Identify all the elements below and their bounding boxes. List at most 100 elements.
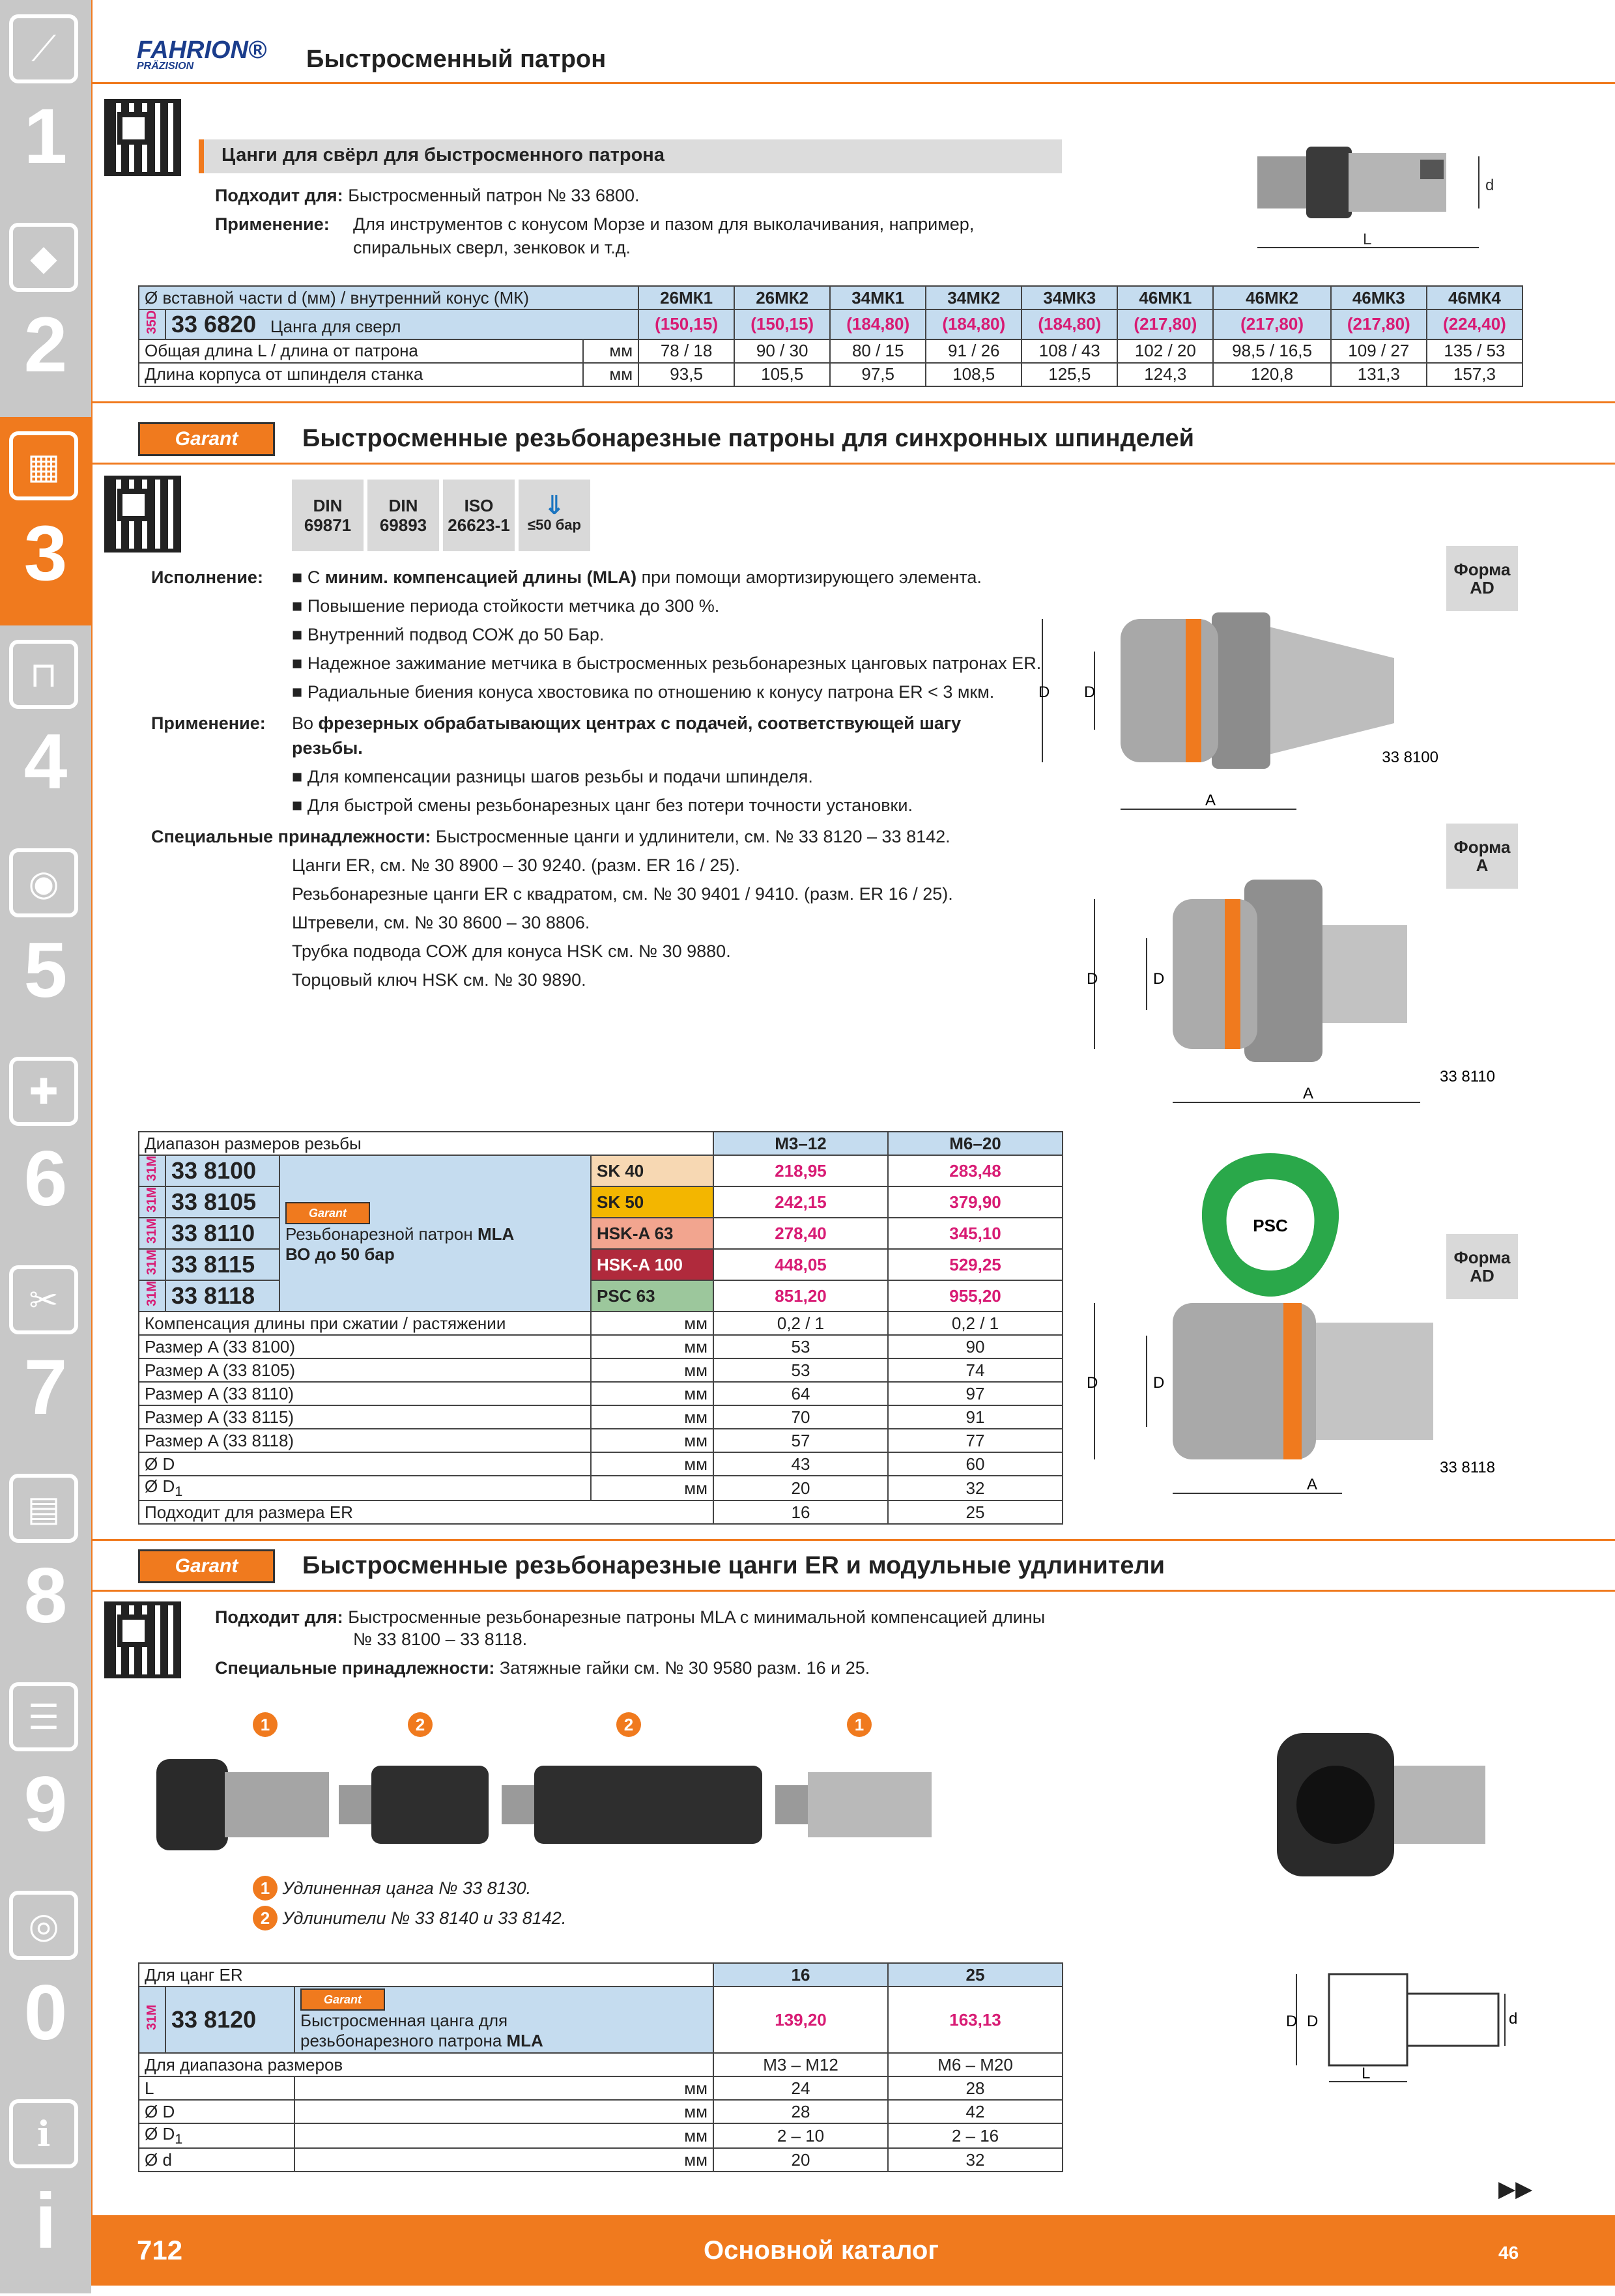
collet-bore [1296, 1766, 1375, 1844]
s1-article-number: 33 6820 [171, 310, 257, 337]
s1-cell: 131,3 [1330, 362, 1427, 387]
s2-row-338118[interactable]: 31M 33 8118 PSC 63 851,20 955,20 [138, 1280, 1063, 1312]
s1-cell: 97,5 [829, 362, 927, 387]
spec-value: 90 [887, 1334, 1063, 1359]
s1-fits-label: Подходит для: [215, 186, 343, 205]
chapter-tab-6[interactable]: ✚6 [0, 1042, 91, 1254]
qr-code-1[interactable] [104, 99, 181, 176]
spec-value: 32 [887, 1474, 1063, 1502]
s3-legend-2: 2 Удлинители № 33 8140 и 33 8142. [253, 1904, 566, 1932]
s3-name-2a: резьбонарезного патрона [300, 2031, 507, 2050]
s2-use-3: ■ Для быстрой смены резьбонарезных цанг … [292, 796, 913, 815]
s1-col: 26МК1 [638, 285, 736, 310]
spec-label: Размер A (33 8118) [138, 1428, 592, 1453]
s2-name-2: ВО до 50 бар [285, 1244, 395, 1264]
exec3-text: Внутренний подвод СОЖ до 50 Бар. [307, 625, 605, 644]
chapter-number: 7 [23, 1343, 68, 1431]
exec5-text: Радиальные биения конуса хвостовика по о… [307, 682, 995, 702]
s2-spec-row: Компенсация длины при сжатии / растяжени… [138, 1311, 1063, 1336]
chapter-number: 0 [23, 1969, 68, 2056]
s2-fits-label: Подходит для размера ER [138, 1500, 714, 1525]
s1-col: 34МК1 [829, 285, 927, 310]
s3-fits-text1: Быстросменные резьбонарезные патроны MLA… [348, 1607, 1046, 1627]
exec1-b: миним. компенсацией длины (MLA) [324, 567, 637, 587]
chapter-tab-0[interactable]: ◎0 [0, 1876, 91, 2088]
s2-price: 955,20 [887, 1280, 1063, 1312]
exec4-text: Надежное зажимание метчика в быстросменн… [307, 653, 1042, 673]
spec-label: Ø d [138, 2147, 295, 2173]
callout-1a: 1 [253, 1712, 278, 1737]
s1-price: (217,80) [1212, 309, 1332, 340]
spec-unit: мм [294, 2099, 714, 2124]
footer-page-number: 712 [137, 2235, 183, 2265]
s3-fits-text2: № 33 8100 – 33 8118. [353, 1629, 528, 1649]
s1-use-text1: Для инструментов с конусом Морзе и пазом… [353, 214, 975, 234]
s3-title-rule [91, 1590, 1615, 1592]
chapter-tab-2[interactable]: ◆2 [0, 208, 91, 420]
safety-glasses-icon: ◎ [9, 1891, 78, 1960]
s1-band-title: Цанги для свёрл для быстросменного патро… [222, 145, 665, 165]
chapter-tab-8[interactable]: ▤8 [0, 1459, 91, 1671]
s2-col: М6–20 [887, 1131, 1063, 1156]
s2-price: 218,95 [713, 1155, 889, 1187]
next-page-arrow[interactable]: ▶▶ [1498, 2177, 1533, 2202]
s1-row2-label: Длина корпуса от шпинделя станка [138, 362, 584, 387]
qr-code-3[interactable] [104, 1601, 181, 1678]
badge-din-69871: DIN 69871 [292, 480, 364, 551]
s3-acc-text: Затяжные гайки см. № 30 9580 разм. 16 и … [499, 1658, 870, 1678]
chapter-number: 4 [23, 718, 68, 805]
s1-article-row[interactable]: 35D 33 6820 Цанга для сверл (150,15) (15… [138, 309, 1524, 340]
psc-orange-ring [1283, 1303, 1302, 1459]
chapter-tab-5[interactable]: ◉5 [0, 834, 91, 1045]
drawing-nut [1328, 1973, 1408, 2067]
s2-price: 278,40 [713, 1217, 889, 1250]
s2-row-338100[interactable]: 31M 33 8100 Garant Резьбонарезной патрон… [138, 1155, 1063, 1312]
chapter-tab-3[interactable]: ▦3 [0, 417, 91, 628]
spec-value: 24 [713, 2076, 889, 2101]
spec-value: 97 [887, 1381, 1063, 1406]
psc-shape-icon: PSC [1201, 1153, 1339, 1297]
s1-col: 34МК2 [925, 285, 1023, 310]
s2-row-338115[interactable]: 31M 33 8115 HSK-A 100 448,05 529,25 [138, 1248, 1063, 1281]
s3-fits-label: Подходит для: [215, 1607, 343, 1627]
spec-value: 28 [887, 2076, 1063, 2101]
s2-row-338105[interactable]: 31M 33 8105 SK 50 242,15 379,90 [138, 1186, 1063, 1218]
s2-acc1: Быстросменные цанги и удлинители, см. № … [435, 827, 950, 846]
s3-table: Для цанг ER 16 25 31M 33 8120 Garant Быс… [138, 1962, 1063, 2173]
s3-row-338120[interactable]: 31M 33 8120 Garant Быстросменная цанга д… [138, 1986, 1063, 2054]
spec-unit: мм [294, 2147, 714, 2173]
quick-change-collet-photo [1277, 1733, 1485, 1876]
spec-value: 0,2 / 1 [887, 1311, 1063, 1336]
legend-2-text: Удлинители № 33 8140 и 33 8142. [282, 1908, 567, 1928]
s1-article-name: Цанга для сверл [270, 316, 401, 336]
chapter-tab-1[interactable]: ⟋1 [0, 0, 91, 211]
dim-D1-label: D [1153, 1374, 1164, 1392]
s2-tag: 31M [145, 1218, 159, 1244]
s3-name-1: Быстросменная цанга для [300, 2011, 508, 2030]
chapter-tab-4[interactable]: ⊓4 [0, 625, 91, 837]
spec-value: 20 [713, 2147, 889, 2173]
chapter-tab-9[interactable]: ☰9 [0, 1668, 91, 1879]
spec-unit: мм [590, 1381, 714, 1406]
dim-D1-label: D [1084, 683, 1095, 701]
s2-article-number: 33 8118 [165, 1280, 280, 1312]
s1-col: 46МК2 [1212, 285, 1332, 310]
s2-type: SK 40 [590, 1155, 714, 1187]
fahrion-logo-sub: PRÄZISION [137, 61, 194, 72]
s1-cell: 78 / 18 [638, 338, 736, 364]
chapter-tab-7[interactable]: ✂7 [0, 1251, 91, 1462]
s3-accessories: Специальные принадлежности: Затяжные гай… [215, 1654, 870, 1682]
s2-table: Диапазон размеров резьбы М3–12 М6–20 31M… [138, 1131, 1063, 1525]
s2-exec-label: Исполнение: [151, 567, 263, 587]
s2-row-338110[interactable]: 31M 33 8110 HSK-A 63 278,40 345,10 [138, 1217, 1063, 1250]
s1-price: (184,80) [925, 309, 1023, 340]
s2-exec-4: ■ Надежное зажимание метчика в быстросме… [292, 653, 1042, 673]
qr-code-2[interactable] [104, 476, 181, 552]
